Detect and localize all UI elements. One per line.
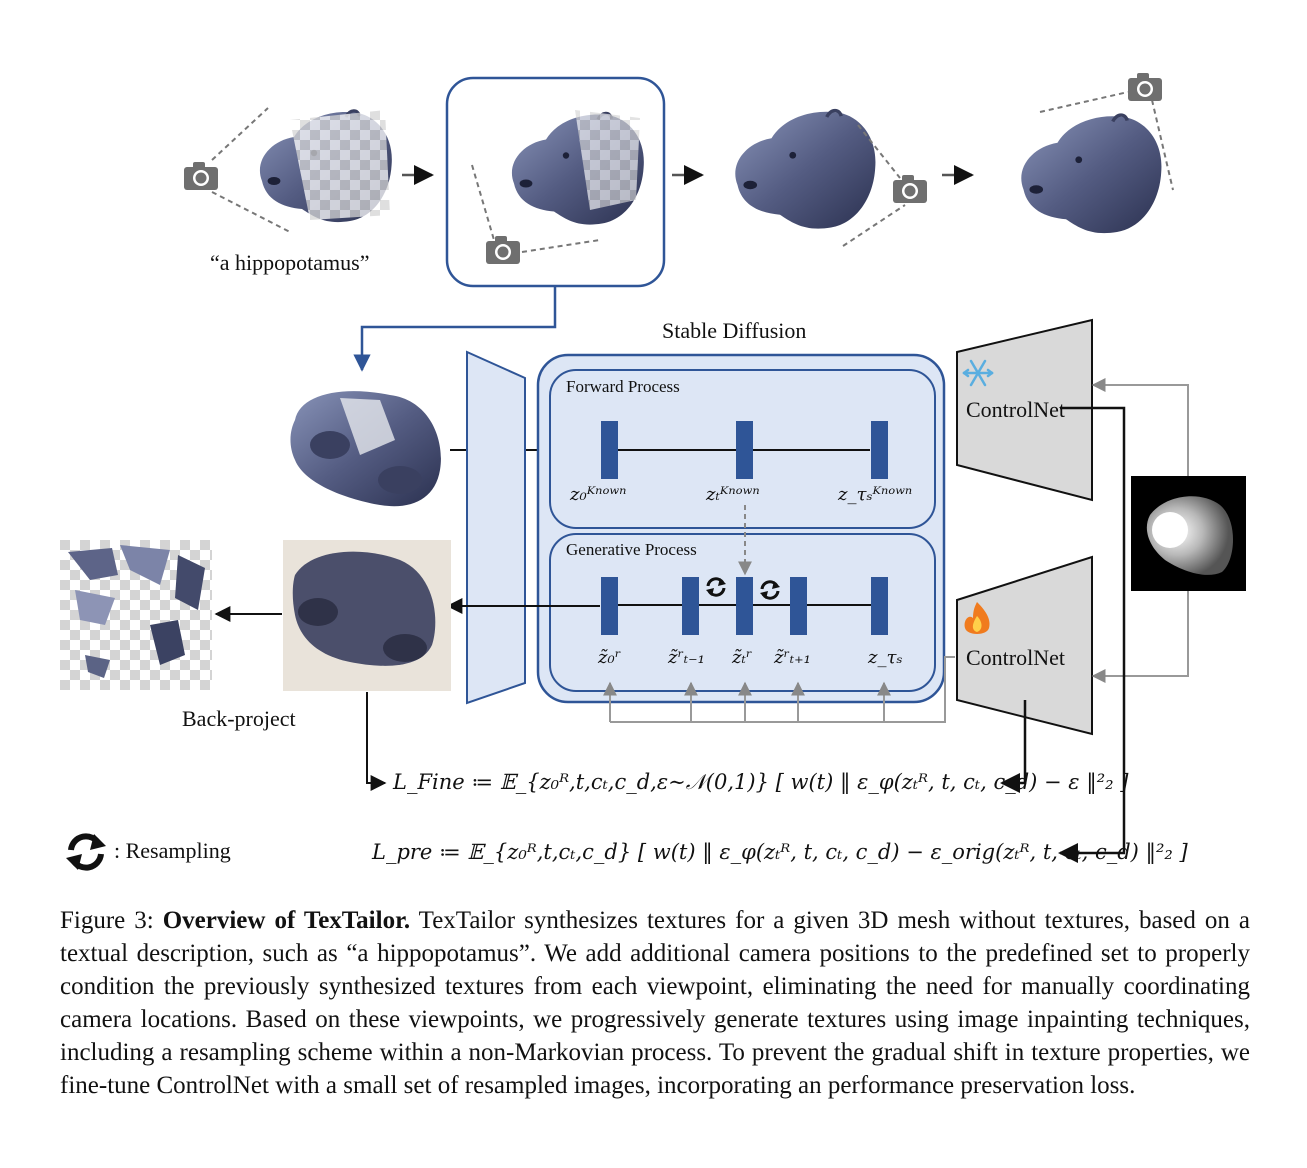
latent-label: z̃ₜʳ bbox=[732, 647, 753, 668]
latent-bar bbox=[736, 577, 753, 635]
camera-icon bbox=[1128, 73, 1162, 101]
caption-title: Overview of TexTailor. bbox=[162, 907, 411, 934]
overview-figure: “a hippopotamus” Stable Diffusion Forwar… bbox=[60, 73, 1246, 871]
controlnet-trainable-block bbox=[956, 555, 1093, 736]
back-project-label: Back-project bbox=[182, 706, 296, 731]
depth-map-image bbox=[1131, 476, 1246, 591]
loss-fine-equation: L_Fine ≔ 𝔼_{z₀ᴿ,t,cₜ,c_d,ε∼𝒩(0,1)} [ w(t… bbox=[393, 770, 1129, 794]
resampling-legend-label: : Resampling bbox=[114, 838, 231, 863]
camera-icon bbox=[486, 236, 520, 264]
mesh-view-1 bbox=[184, 107, 394, 233]
resample-icon bbox=[706, 577, 726, 597]
text-prompt: “a hippopotamus” bbox=[210, 250, 370, 275]
encoder-decoder-block bbox=[466, 350, 526, 705]
figure-caption: Figure 3: Overview of TexTailor. TexTail… bbox=[60, 904, 1250, 1102]
generative-process-label: Generative Process bbox=[566, 540, 697, 559]
resample-icon bbox=[760, 580, 780, 600]
latent-bar bbox=[871, 577, 888, 635]
snowflake-icon bbox=[962, 359, 994, 387]
mesh-view-2 bbox=[471, 110, 646, 264]
fire-icon bbox=[964, 602, 990, 634]
latent-label: z̃ʳₜ₋₁ bbox=[668, 647, 705, 668]
stable-diffusion-title: Stable Diffusion bbox=[662, 318, 807, 343]
resample-icon bbox=[66, 833, 106, 871]
latent-bar bbox=[601, 421, 618, 479]
frame-connector bbox=[353, 287, 557, 372]
highlighted-view-frame bbox=[445, 76, 666, 288]
latent-bar bbox=[682, 577, 699, 635]
generated-image bbox=[283, 540, 451, 691]
latent-label: z̃ʳₜ₊₁ bbox=[774, 647, 811, 668]
controlnet-frozen-block bbox=[956, 318, 1093, 502]
latent-label: zₜᴷⁿᵒʷⁿ bbox=[706, 484, 760, 505]
forward-process-label: Forward Process bbox=[566, 377, 680, 396]
latent-bar bbox=[871, 421, 888, 479]
camera-icon bbox=[893, 175, 927, 203]
latent-label: z₀ᴷⁿᵒʷⁿ bbox=[570, 484, 627, 505]
latent-bar bbox=[736, 421, 753, 479]
latent-label: z_τₛ bbox=[868, 647, 903, 668]
camera-icon bbox=[184, 162, 218, 190]
mesh-view-3 bbox=[733, 108, 927, 247]
latent-bar bbox=[790, 577, 807, 635]
loss-pre-equation: L_pre ≔ 𝔼_{z₀ᴿ,t,cₜ,c_d} [ w(t) ‖ ε_φ(zₜ… bbox=[372, 840, 1188, 864]
caption-text: TexTailor synthesizes textures for a giv… bbox=[60, 907, 1250, 1099]
caption-figure-number: Figure 3: bbox=[60, 907, 154, 934]
partial-render-image bbox=[290, 391, 441, 507]
controlnet-bottom-label: ControlNet bbox=[966, 645, 1065, 670]
back-projected-texture bbox=[60, 540, 212, 690]
latent-label: z_τₛᴷⁿᵒʷⁿ bbox=[838, 484, 913, 505]
latent-label: z̃₀ʳ bbox=[598, 647, 621, 668]
controlnet-top-label: ControlNet bbox=[966, 397, 1065, 422]
mesh-view-4 bbox=[1019, 73, 1174, 236]
latent-bar bbox=[601, 577, 618, 635]
